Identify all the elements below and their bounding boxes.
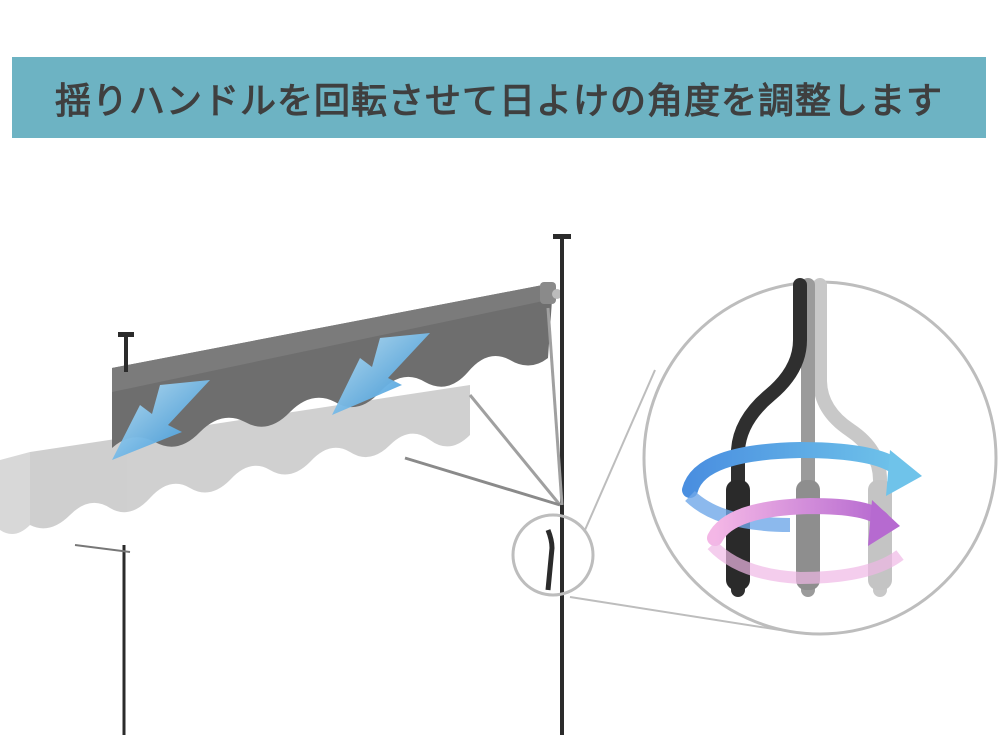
awning-main [112,282,562,448]
rotate-arrow-pink-icon [707,497,904,585]
poles [74,234,571,735]
down-arrow-icon [112,333,430,460]
awning-ghost [0,385,470,534]
magnify-circle-icon [511,369,781,631]
banner-title: 揺りハンドルを回転させて日よけの角度を調整します [54,80,943,122]
title-banner: 揺りハンドルを回転させて日よけの角度を調整します [12,57,986,138]
